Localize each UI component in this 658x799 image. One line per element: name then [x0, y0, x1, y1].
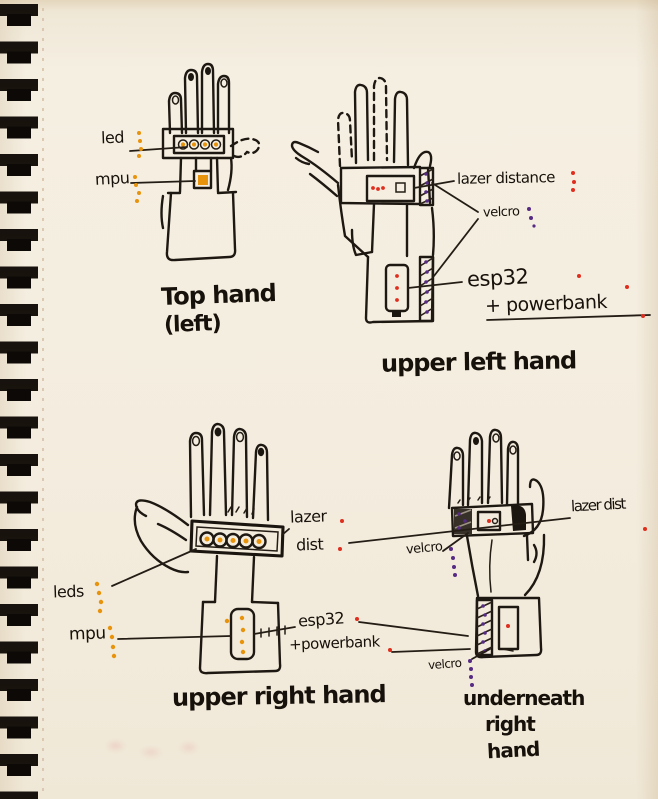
velcro-strip-wrist: [418, 255, 435, 323]
esp32-label-2: esp32: [297, 608, 345, 631]
sensor-band: [450, 502, 535, 538]
wrist-and-cuff: [160, 156, 238, 262]
esp-label-dots: [355, 617, 392, 652]
wrist-and-cuff: [198, 554, 282, 675]
leds-label-dots: [94, 581, 104, 614]
velcro-wrist-label-dots: [468, 659, 474, 687]
esp32-label: esp32: [466, 264, 530, 292]
perforation-line: [42, 8, 44, 793]
palm-outline: [465, 534, 530, 598]
hand-sketch-bottom-left: [94, 422, 471, 675]
velcro-label-dots: [527, 207, 536, 228]
mpu-label: mpu: [94, 168, 130, 189]
mpu-label-dots: [107, 625, 117, 659]
caption-underneath-line3: hand: [486, 736, 540, 764]
laser-distance-label: lazer distance: [456, 168, 556, 188]
powerbank-label: + powerbank: [484, 290, 608, 318]
leds-label: leds: [52, 581, 85, 602]
velcro-label: velcro: [482, 204, 520, 221]
fingers: [188, 422, 270, 522]
led-band: [189, 519, 285, 558]
ink-bleed-mark: [92, 733, 210, 765]
esp-label-dots: [577, 274, 645, 318]
fingers: [336, 76, 433, 170]
spiral-binding-holes: [7, 0, 31, 799]
thumb: [133, 499, 190, 574]
laser-label-dots: [571, 171, 576, 192]
hand-sketch-top-left: [129, 62, 261, 262]
esp32-powerbank-box: [384, 263, 410, 317]
thumb: [522, 478, 546, 597]
wrist-and-cuff: [350, 202, 435, 324]
velcro-wrist-label: velcro: [427, 655, 462, 673]
caption-top-hand: Top hand: [160, 279, 277, 311]
velcro-band-label-dots: [449, 547, 457, 577]
powerbank-label-2: +powerbank: [288, 632, 381, 654]
powerbank-box: [497, 605, 520, 652]
thumb: [290, 140, 340, 198]
fingers: [447, 428, 520, 510]
caption-upper-right-hand: upper right hand: [171, 680, 386, 712]
led-label: led: [100, 127, 125, 148]
fingers: [167, 62, 231, 135]
caption-underneath-line2: right: [485, 712, 536, 736]
mpu-label-2: mpu: [68, 623, 106, 645]
mpu-label-dots: [133, 175, 141, 203]
leader-lines: [129, 146, 196, 184]
leader-lines: [111, 528, 471, 653]
mpu-box: [224, 607, 256, 661]
caption-underneath-line1: underneath: [463, 686, 585, 710]
hand-sketch-bottom-right: [348, 428, 647, 687]
sensor-band: [339, 165, 422, 206]
caption-upper-left-hand: upper left hand: [380, 346, 577, 378]
caption-top-hand-line2: (left): [163, 311, 222, 338]
led-label-dots: [137, 131, 143, 158]
mpu-box: [192, 169, 213, 190]
laser-label-line1: lazer: [289, 506, 327, 527]
laser-label-line2: dist: [295, 534, 324, 555]
velcro-strip-wrist: [475, 598, 494, 657]
laser-dist-label: lazer dist: [570, 494, 626, 516]
hand-sketch-top-right: [290, 76, 651, 324]
laser-label-dot: [643, 527, 647, 531]
led-strip: [161, 127, 235, 160]
laser-label-dots: [338, 519, 344, 551]
leader-lines: [407, 180, 651, 321]
thumb: [229, 137, 261, 159]
velcro-band-label: velcro: [405, 539, 444, 558]
leader-lines: [348, 517, 571, 660]
